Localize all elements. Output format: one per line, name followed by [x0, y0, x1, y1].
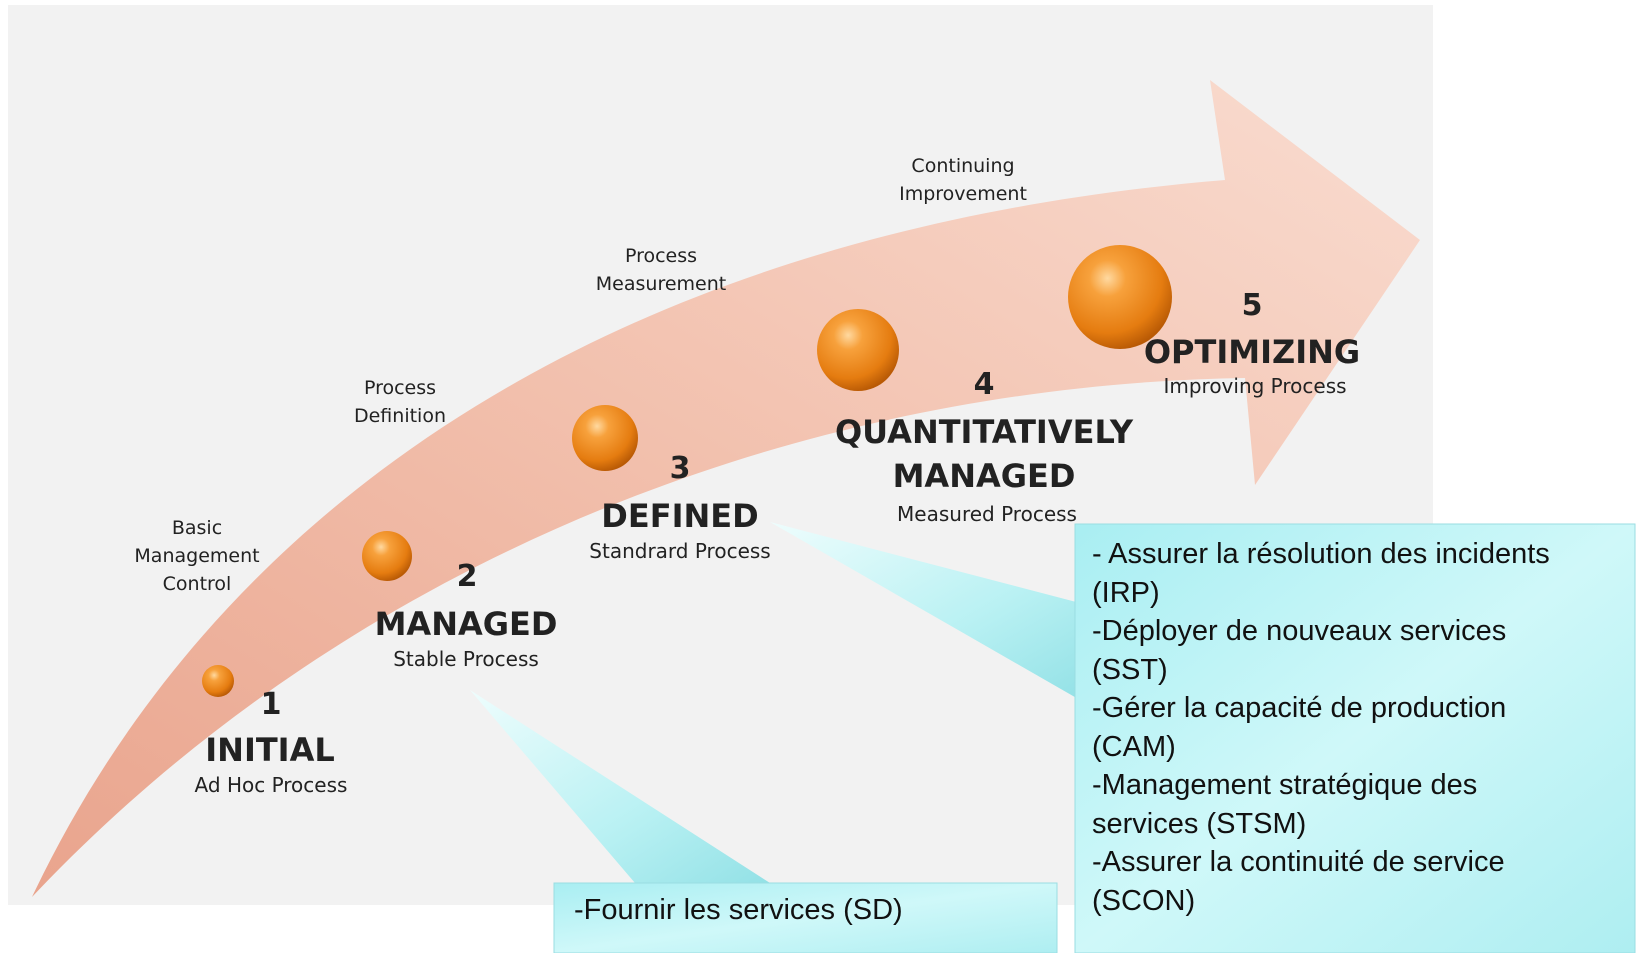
transition-3-line1: Process: [624, 245, 698, 267]
callout-sd-text: -Fournir les services (SD): [574, 894, 903, 926]
transition-3-line2: Measurement: [595, 273, 727, 295]
transition-4-line1: Continuing: [911, 155, 1015, 177]
callout-sd-box: [553, 882, 1058, 953]
level-4-subtitle: Measured Process: [897, 502, 1077, 526]
level-3-ball: [572, 405, 638, 471]
callout-main-line-7: -Management stratégique des: [1092, 769, 1478, 801]
level-4-ball: [817, 309, 899, 391]
level-4-title-line1: QUANTITATIVELY: [834, 413, 1134, 451]
callout-main-line-2: (IRP): [1092, 576, 1160, 609]
transition-2-line1: Process: [363, 377, 437, 399]
callout-main-tail: [770, 522, 1080, 700]
level-5-ball: [1068, 245, 1172, 349]
level-5-number: 5: [1241, 288, 1263, 323]
level-3-subtitle: Standrard Process: [589, 539, 771, 563]
callout-main-line-3: -Déployer de nouveaux services: [1092, 615, 1507, 647]
level-3-number: 3: [669, 451, 691, 486]
level-2-number: 2: [456, 559, 478, 594]
level-2-subtitle: Stable Process: [393, 647, 539, 671]
transition-label-1: Basic Management Control: [134, 514, 259, 598]
transition-2-line2: Definition: [353, 405, 447, 427]
level-4-number: 4: [973, 367, 995, 402]
callout-main-line-6: (CAM): [1092, 730, 1176, 763]
transition-1-line1: Basic: [171, 517, 223, 539]
callout-main-box: [1074, 523, 1636, 953]
callout-main-text: - Assurer la résolution des incidents (I…: [1092, 535, 1550, 920]
transition-label-4: Continuing Improvement: [899, 152, 1027, 208]
transition-1-line3: Control: [162, 573, 232, 595]
callout-sd-tail: [470, 690, 770, 883]
transition-label-2: Process Definition: [354, 374, 446, 430]
callout-main-line-1: - Assurer la résolution des incidents: [1092, 538, 1550, 570]
level-1-subtitle: Ad Hoc Process: [194, 773, 348, 797]
callout-main-line-5: -Gérer la capacité de production: [1092, 692, 1507, 724]
level-3-title: DEFINED: [601, 497, 759, 535]
level-4-title-line2: MANAGED: [892, 457, 1076, 495]
callout-main-line-8: services (STSM): [1092, 807, 1307, 840]
level-2-ball: [362, 531, 412, 581]
callout-main-line-4: (SST): [1092, 653, 1168, 686]
level-1-number: 1: [260, 687, 282, 722]
level-1-title: INITIAL: [205, 731, 335, 769]
level-1-ball: [202, 665, 234, 697]
transition-label-3: Process Measurement: [596, 242, 726, 298]
transition-4-line2: Improvement: [899, 183, 1027, 205]
callout-main-line-9: -Assurer la continuité de service: [1092, 846, 1505, 878]
level-2-title: MANAGED: [374, 605, 558, 643]
level-5-title: OPTIMIZING: [1143, 333, 1361, 371]
callout-main-line-10: (SCON): [1092, 884, 1196, 917]
transition-1-line2: Management: [134, 545, 260, 567]
level-5-subtitle: Improving Process: [1163, 374, 1347, 398]
